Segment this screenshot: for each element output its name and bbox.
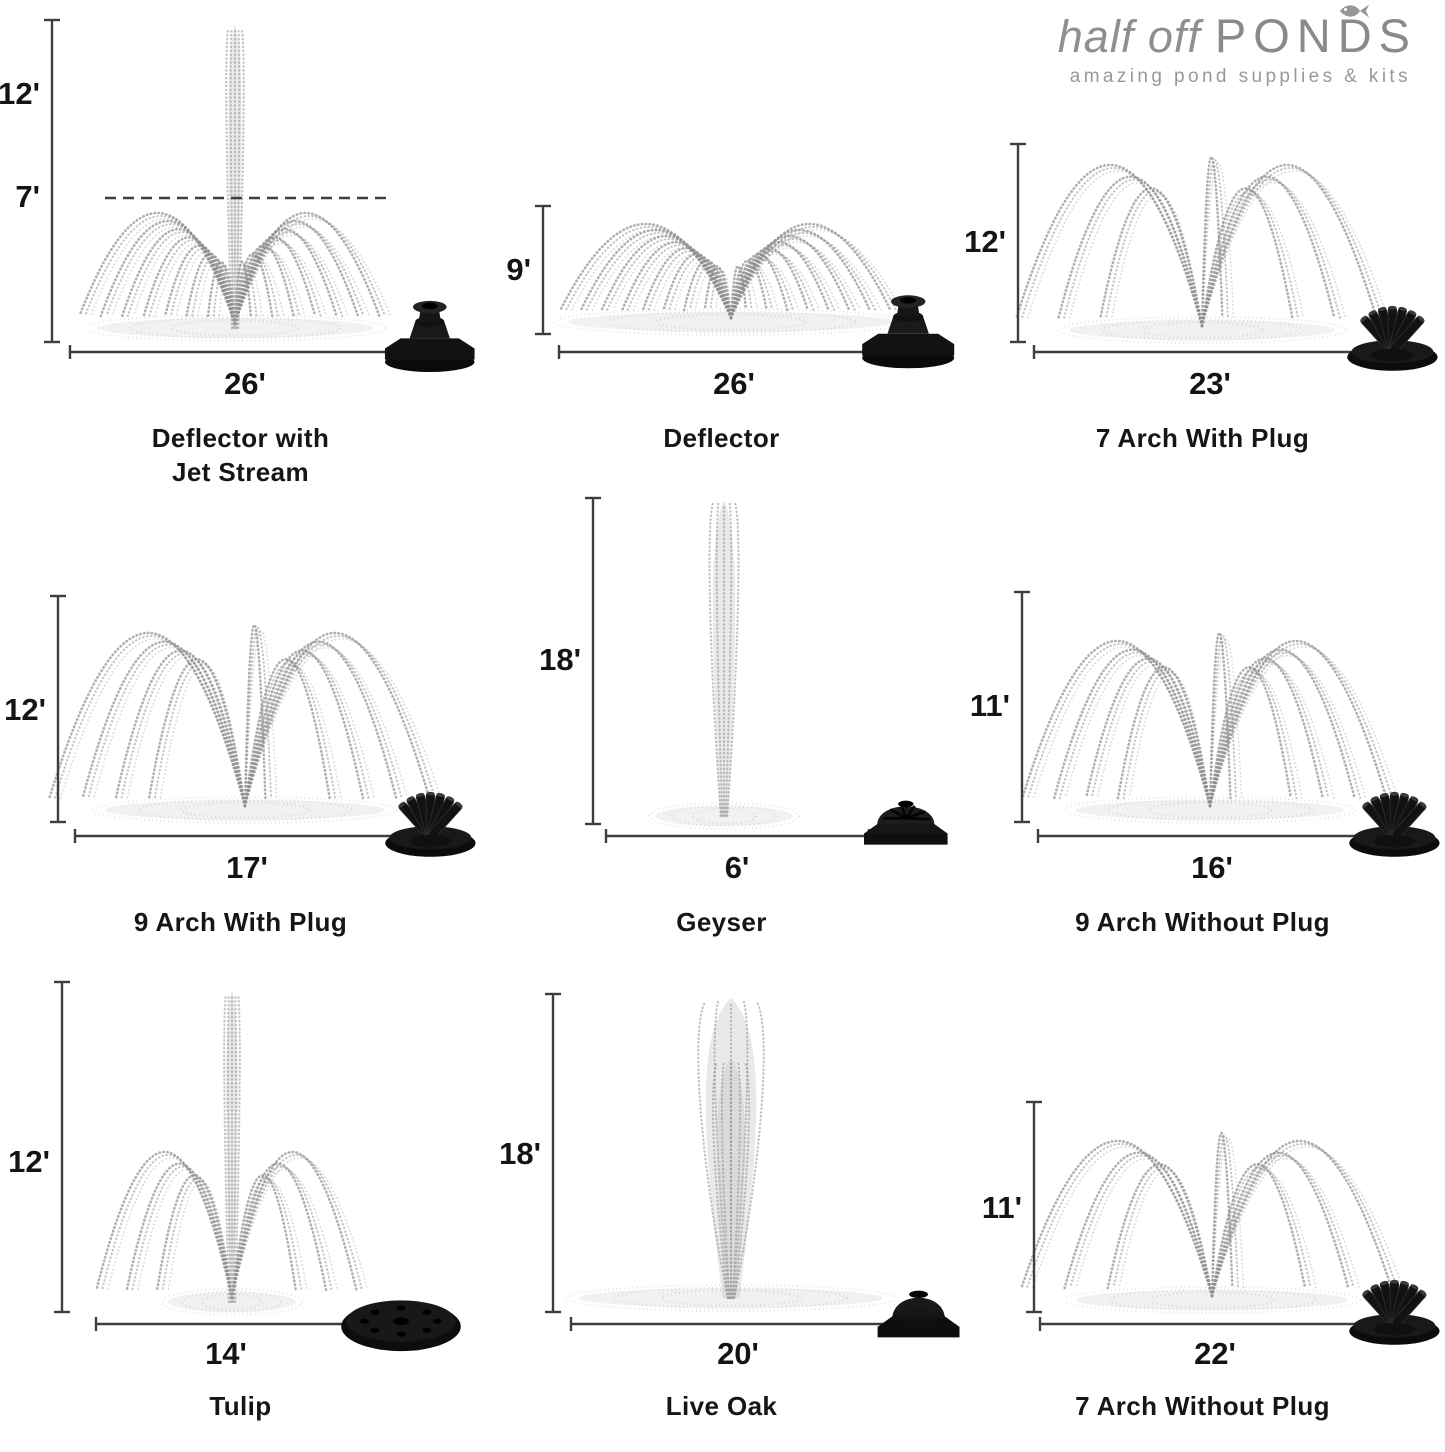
height-label: 12' [0,76,40,111]
fountain-cell-7-arch-plug: 12' 23' 7 Arch With Plug [962,0,1443,484]
width-dimension [1032,345,1389,359]
height-label-2: 7' [15,179,40,214]
height-dimension [54,980,70,1314]
cluster-nozzle-icon [1347,305,1438,371]
nozzle-name: Tulip [209,1391,272,1421]
fountain-cell-7-arch-no-plug: 11' 22' 7 Arch Without Plug [962,968,1443,1452]
width-dimension [68,345,422,359]
fountain-cell-geyser: 18' 6' Geyser [481,484,962,968]
nozzle-name: Deflector [663,423,780,453]
width-label: 17' [226,850,268,885]
width-label: 22' [1194,1336,1236,1371]
width-label: 26' [224,366,266,401]
fountain-cell-deflector: 9' 26' Deflector [481,0,962,484]
fish-icon [1340,4,1369,18]
deflector-nozzle-icon [862,295,955,369]
height-dimension [545,992,561,1314]
nozzle-name: Deflector with Jet Stream [151,423,330,487]
brand-name-strong: PONDS [1214,9,1417,62]
fountain-cell-9-arch-plug: 12' 17' 9 Arch With Plug [0,484,481,968]
height-dimension [1026,1100,1042,1314]
spray-illustration: 11' 16' [970,590,1440,885]
spray-pattern [48,623,442,824]
nozzle-name: 7 Arch With Plug [1095,423,1310,453]
spray-illustration: 12' 23' [964,142,1438,401]
height-label: 18' [539,642,581,677]
nozzle-name: Geyser [676,907,767,937]
width-label: 16' [1191,850,1233,885]
nozzle-name: 9 Arch With Plug [133,907,348,937]
cluster-nozzle-icon [385,791,476,857]
height-label: 11' [970,688,1010,723]
fountain-cell-tulip: 12' 14' Tulip [0,968,481,1452]
height-dimension [585,496,601,826]
spray-pattern [565,998,897,1312]
width-dimension [73,829,422,843]
fountain-cell-live-oak: 18' 20' Live Oak [481,968,962,1452]
spray-pattern [553,222,909,336]
height-dimension [44,18,60,344]
brand-name-light: half off [1057,11,1201,62]
height-dimension [1010,142,1026,344]
brand-logo: half off PONDS amazing pond supplies & ki… [1057,4,1423,88]
spray-pattern [648,500,800,830]
deflector-nozzle-icon [384,300,475,372]
spray-illustration: 12' 7' 26' [0,18,475,401]
height-label: 18' [499,1136,541,1171]
dome-nozzle-icon [877,1290,960,1338]
width-label: 26' [713,366,755,401]
cluster-nozzle-icon [1349,791,1440,857]
width-label: 20' [717,1336,759,1371]
fountain-cell-deflector-jet: 12' 7' 26' Deflector with Jet Stream [0,0,481,487]
height-dimension [1014,590,1030,824]
height-label: 9' [506,252,531,287]
brand-name: half off PONDS [1057,4,1423,63]
spray-illustration: 11' 22' [982,1100,1440,1371]
spray-illustration: 12' 14' [8,980,461,1371]
nozzle-name: Live Oak [665,1391,778,1421]
width-dimension [1038,1317,1392,1331]
width-label: 6' [725,850,750,885]
height-label: 11' [982,1190,1022,1225]
spray-pattern [1015,155,1389,344]
width-dimension [604,829,871,843]
height-dimension [50,594,66,824]
tulip-disc-nozzle-icon [341,1300,461,1352]
nozzle-name: 7 Arch Without Plug [1075,1391,1330,1421]
fountain-cell-9-arch-no-plug: 11' 16' 9 Arch Without Plug [962,484,1443,968]
spray-illustration: 18' 6' [539,496,948,885]
width-dimension [557,345,911,359]
height-label: 12' [4,692,46,727]
width-dimension [569,1317,908,1331]
height-label: 12' [8,1144,50,1179]
nozzle-name: 9 Arch Without Plug [1075,907,1330,937]
width-label: 23' [1189,366,1231,401]
geyser-nozzle-icon [864,800,948,845]
width-label: 14' [205,1336,247,1371]
spray-pattern [95,990,369,1316]
spray-illustration: 18' 20' [499,992,960,1371]
spray-pattern [1021,631,1399,824]
height-label: 12' [964,224,1006,259]
brand-tagline: amazing pond supplies & kits [1069,66,1412,87]
spray-pattern [78,24,392,342]
width-dimension [94,1317,358,1331]
height-dimension [535,204,551,336]
width-dimension [1036,829,1389,843]
spray-illustration: 12' 17' [4,594,476,885]
cluster-nozzle-icon [1349,1279,1440,1345]
spray-pattern [1020,1131,1404,1314]
spray-illustration: 9' 26' [506,204,955,401]
